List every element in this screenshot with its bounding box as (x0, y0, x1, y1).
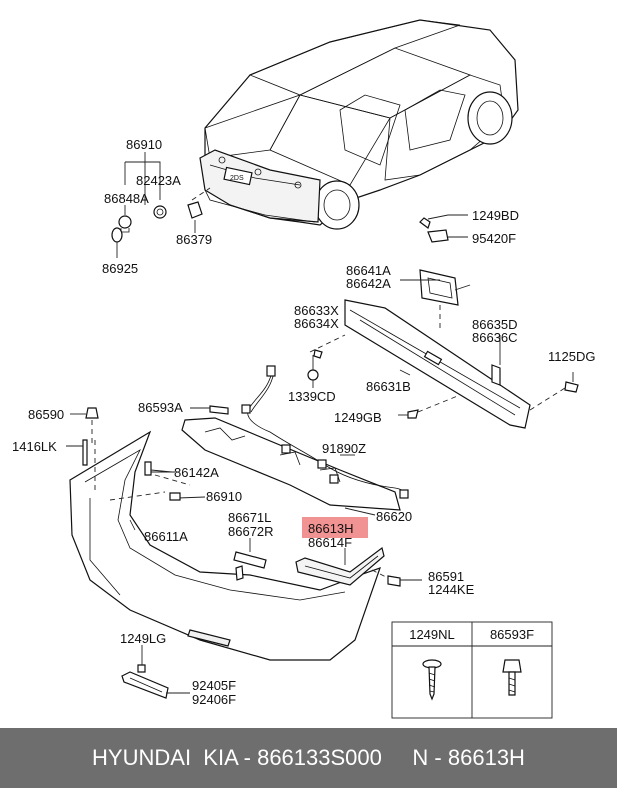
bolt-icon (502, 659, 522, 696)
car-illustration: 2DS (199, 19, 519, 230)
label-1249GB: 1249GB (334, 410, 382, 425)
label-86671L: 86671L (228, 510, 271, 525)
reflector-parts (233, 538, 422, 587)
bumper-cover (69, 430, 381, 661)
label-92406F: 92406F (192, 692, 236, 707)
parts-diagram: 2DS (12, 19, 595, 719)
label-1416LK: 1416LK (12, 439, 57, 454)
label-86634X: 86634X (294, 316, 339, 331)
footer-bar: HYUNDAI KIA - 866133S000 N - 86613H (0, 728, 617, 788)
legend-col2-label: 86593F (490, 627, 534, 642)
label-86910-mid: 86910 (206, 489, 242, 504)
top-left-parts (111, 152, 211, 258)
screw-icon (422, 659, 442, 701)
label-86614F: 86614F (308, 535, 352, 550)
label-86642A: 86642A (346, 276, 391, 291)
part-number-labels: 86910 82423A 86848A 86379 86925 1249BD 9… (12, 137, 595, 707)
label-86611A: 86611A (144, 529, 188, 544)
label-86633X: 86633X (294, 303, 339, 318)
plate-bracket-parts (400, 214, 471, 330)
label-82423A: 82423A (136, 173, 181, 188)
label-86635D: 86635D (472, 317, 518, 332)
label-92405F: 92405F (192, 678, 236, 693)
highlighted-part-box (302, 517, 368, 538)
label-86590: 86590 (28, 407, 64, 422)
label-86620: 86620 (376, 509, 412, 524)
label-86672R: 86672R (228, 524, 274, 539)
label-86925: 86925 (102, 261, 138, 276)
bumper-beam (307, 299, 579, 429)
label-1244KE: 1244KE (428, 582, 475, 597)
label-86641A: 86641A (346, 263, 391, 278)
label-86593A: 86593A (138, 400, 183, 415)
left-fasteners (66, 405, 229, 501)
wiring-harness (241, 365, 409, 499)
footer-part-number-text: HYUNDAI KIA - 866133S000 N - 86613H (92, 745, 525, 770)
label-86910-top: 86910 (126, 137, 162, 152)
label-86636C: 86636C (472, 330, 518, 345)
label-1125DG: 1125DG (548, 349, 595, 364)
label-1249LG: 1249LG (120, 631, 166, 646)
label-1249BD: 1249BD (472, 208, 519, 223)
label-86848A: 86848A (104, 191, 149, 206)
label-86379: 86379 (176, 232, 212, 247)
license-plate-text: 2DS (230, 175, 244, 182)
label-95420F: 95420F (472, 231, 516, 246)
label-86591: 86591 (428, 569, 464, 584)
label-91890Z: 91890Z (322, 441, 366, 456)
legend-col1-label: 1249NL (409, 627, 455, 642)
label-1339CD: 1339CD (288, 389, 336, 404)
fastener-legend-table: 1249NL 86593F (391, 621, 553, 719)
label-86613H: 86613H (308, 521, 354, 536)
label-86142A: 86142A (174, 465, 219, 480)
label-86631B: 86631B (366, 379, 411, 394)
bottom-lamp-parts (121, 645, 190, 699)
